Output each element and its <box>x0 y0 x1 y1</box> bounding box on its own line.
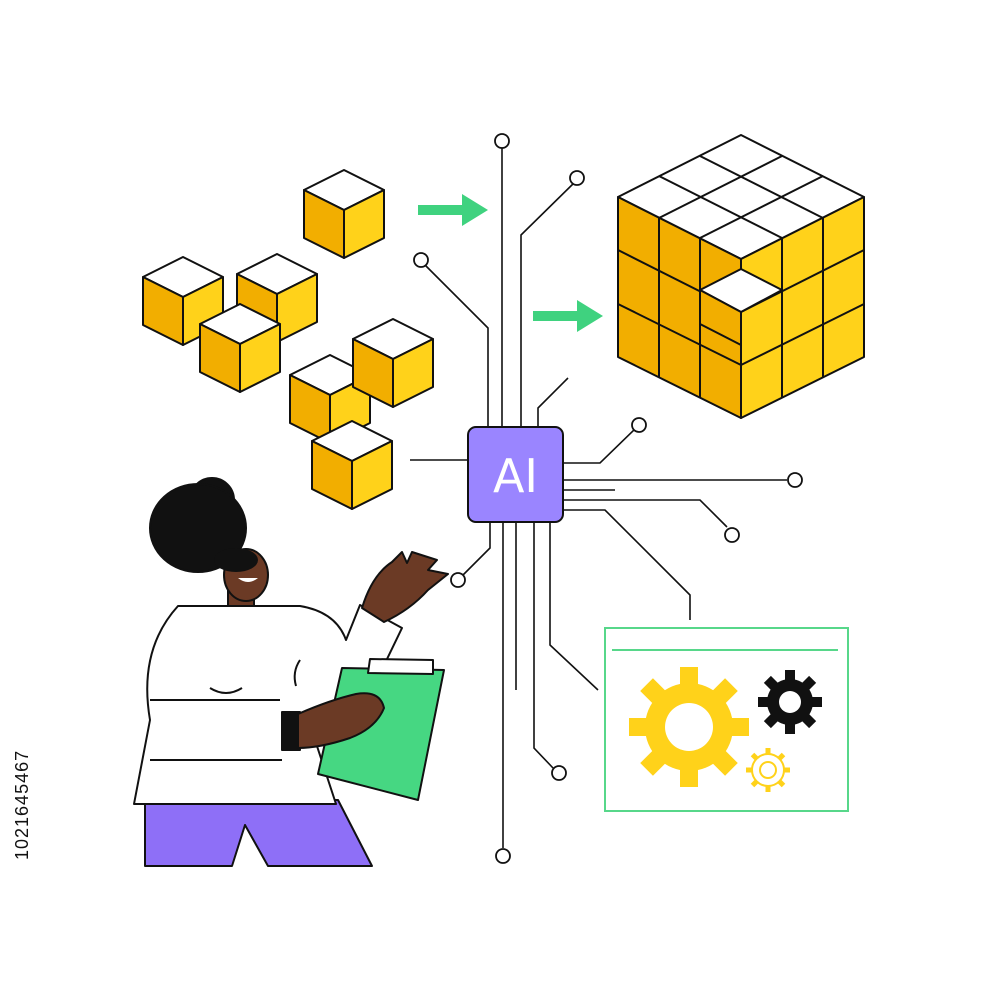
circuit-nodes <box>413 133 803 864</box>
cube-icon <box>311 420 393 510</box>
person-illustration <box>133 477 449 867</box>
arrow-right-icon <box>418 194 488 226</box>
settings-window <box>604 627 849 812</box>
gear-icon <box>746 748 790 792</box>
cube-icon <box>303 169 385 259</box>
side-id-label: 1021645467 <box>12 750 32 860</box>
circuit-traces <box>410 148 787 848</box>
gear-icon <box>758 670 822 734</box>
cube-icon <box>352 318 434 408</box>
ai-chip-label: AI <box>493 449 538 503</box>
assembled-cube-icon <box>617 134 865 419</box>
loose-cubes <box>142 169 434 510</box>
gear-icon <box>629 667 749 787</box>
ai-chip: AI <box>467 426 564 523</box>
arrow-right-icon <box>533 300 603 332</box>
cube-icon <box>199 303 281 393</box>
